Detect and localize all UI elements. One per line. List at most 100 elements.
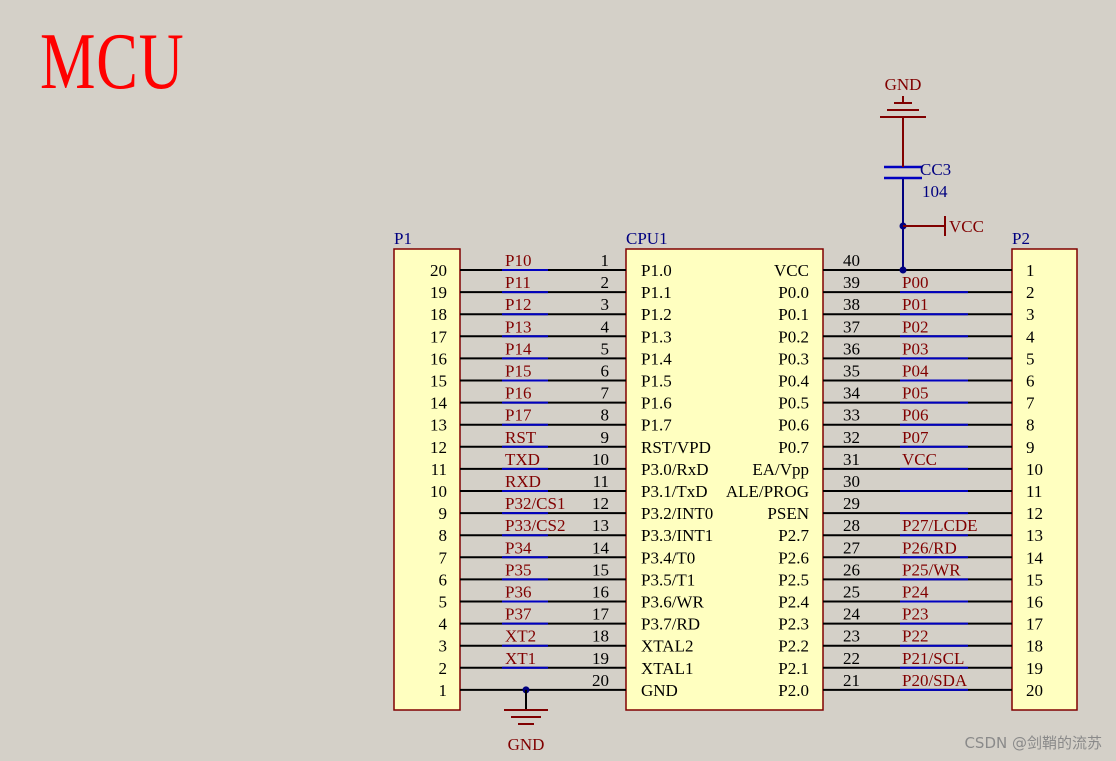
cpu-pin-number-left: 18 — [592, 627, 609, 646]
p2-pin-number: 12 — [1026, 504, 1043, 523]
cpu-pin-number-left: 3 — [601, 295, 610, 314]
p2-pin-number: 2 — [1026, 283, 1035, 302]
p2-body — [1011, 248, 1078, 711]
p2-pin-number: 1 — [1026, 261, 1035, 280]
p1-pin-number: 5 — [439, 593, 448, 612]
cpu-pin-name-left: P3.6/WR — [641, 593, 704, 612]
net-label-right: P22 — [902, 627, 928, 646]
cpu-pin-name-right: P2.5 — [778, 570, 809, 589]
cpu-body — [625, 248, 824, 711]
p1-pin-number: 1 — [439, 681, 448, 700]
p1-pin-number: 6 — [439, 570, 448, 589]
net-label-right: P26/RD — [902, 538, 957, 557]
p2-pin-number: 5 — [1026, 349, 1035, 368]
p2-pin-number: 9 — [1026, 438, 1035, 457]
cpu-pin-name-right: P0.7 — [778, 438, 809, 457]
cpu-pin-number-left: 4 — [601, 317, 610, 336]
cpu-pin-name-right: P2.6 — [778, 548, 809, 567]
cpu-pin-name-right: P2.0 — [778, 681, 809, 700]
cpu-pin-number-left: 2 — [601, 273, 610, 292]
cpu-pin-number-right: 40 — [843, 251, 860, 270]
p1-pin-number: 17 — [430, 327, 448, 346]
p1-pin-number: 18 — [430, 305, 447, 324]
p1-pin-number: 10 — [430, 482, 447, 501]
net-label-right: P20/SDA — [902, 671, 968, 690]
cpu-pin-name-right: P0.1 — [778, 305, 809, 324]
cpu-pin-name-left: GND — [641, 681, 678, 700]
cpu-pin-name-left: P1.0 — [641, 261, 672, 280]
junction-vcc — [899, 266, 907, 274]
cpu-pin-number-right: 27 — [843, 538, 861, 557]
net-label-left: P10 — [505, 251, 531, 270]
cpu-pin-name-left: P1.4 — [641, 349, 672, 368]
cpu-pin-number-left: 16 — [592, 583, 609, 602]
cpu-pin-number-left: 14 — [592, 538, 610, 557]
net-label-right: P21/SCL — [902, 649, 964, 668]
net-label-right: VCC — [902, 450, 937, 469]
cpu-pin-name-right: P0.6 — [778, 416, 809, 435]
cpu-pin-number-right: 21 — [843, 671, 860, 690]
net-label-left: RXD — [505, 472, 541, 491]
cpu-pin-number-left: 12 — [592, 494, 609, 513]
watermark: CSDN @剑鞘的流苏 — [964, 734, 1102, 752]
cpu-pin-number-right: 39 — [843, 273, 860, 292]
p1-pin-number: 16 — [430, 349, 447, 368]
cpu-pin-name-right: P0.3 — [778, 349, 809, 368]
cpu-pin-name-left: XTAL2 — [641, 637, 693, 656]
net-label-right: P03 — [902, 339, 928, 358]
p2-pin-number: 15 — [1026, 570, 1043, 589]
net-label-left: P15 — [505, 362, 531, 381]
net-label-left: P35 — [505, 560, 531, 579]
p2-pin-number: 13 — [1026, 526, 1043, 545]
p1-pin-number: 14 — [430, 394, 448, 413]
p1-pin-number: 4 — [439, 615, 448, 634]
net-label-right: P27/LCDE — [902, 516, 978, 535]
cpu-pin-number-left: 1 — [601, 251, 610, 270]
cpu-pin-name-right: P2.7 — [778, 526, 809, 545]
net-label-left: XT1 — [505, 649, 536, 668]
p2-pin-number: 7 — [1026, 394, 1035, 413]
net-label-left: P11 — [505, 273, 531, 292]
cpu-ref-label: CPU1 — [626, 229, 668, 248]
cpu-pin-number-left: 7 — [601, 384, 610, 403]
p1-pin-number: 2 — [439, 659, 448, 678]
page-title: MCU — [40, 18, 185, 106]
cpu-pin-number-right: 38 — [843, 295, 860, 314]
cpu-pin-number-left: 19 — [592, 649, 609, 668]
p2-pin-number: 4 — [1026, 327, 1035, 346]
cpu-pin-name-right: P0.5 — [778, 394, 809, 413]
cpu-pin-number-left: 13 — [592, 516, 609, 535]
cpu-pin-number-left: 15 — [592, 560, 609, 579]
net-label-left: P17 — [505, 406, 532, 425]
net-label-right: P06 — [902, 406, 928, 425]
net-label-left: XT2 — [505, 627, 536, 646]
cpu-pin-number-right: 37 — [843, 317, 861, 336]
cpu-pin-number-left: 8 — [601, 406, 610, 425]
p1-pin-number: 11 — [431, 460, 447, 479]
p2-pin-number: 10 — [1026, 460, 1043, 479]
cpu-pin-name-right: P2.4 — [778, 593, 809, 612]
net-label-right: P25/WR — [902, 560, 961, 579]
p1-pin-number: 12 — [430, 438, 447, 457]
p1-pin-number: 7 — [439, 548, 448, 567]
cpu-pin-name-left: P3.2/INT0 — [641, 504, 713, 523]
cpu-pin-name-right: P2.2 — [778, 637, 809, 656]
net-label-right: P23 — [902, 605, 928, 624]
cpu-pin-name-left: P1.3 — [641, 327, 672, 346]
cpu-pin-number-right: 28 — [843, 516, 860, 535]
p1-pin-number: 3 — [439, 637, 448, 656]
cpu-pin-number-right: 24 — [843, 605, 861, 624]
net-label-right: P07 — [902, 428, 929, 447]
vcc-label: VCC — [949, 217, 984, 236]
cpu-pin-name-left: P3.0/RxD — [641, 460, 709, 479]
cpu-pin-name-right: P2.3 — [778, 615, 809, 634]
cpu-pin-number-right: 32 — [843, 428, 860, 447]
p2-pin-number: 3 — [1026, 305, 1035, 324]
p2-pin-number: 18 — [1026, 637, 1043, 656]
cpu-pin-name-left: P1.2 — [641, 305, 672, 324]
p1-pin-number: 8 — [439, 526, 448, 545]
p2-pin-number: 11 — [1026, 482, 1042, 501]
cpu-pin-number-left: 5 — [601, 339, 610, 358]
cpu-pin-number-right: 23 — [843, 627, 860, 646]
cpu-pin-name-left: P3.5/T1 — [641, 570, 695, 589]
